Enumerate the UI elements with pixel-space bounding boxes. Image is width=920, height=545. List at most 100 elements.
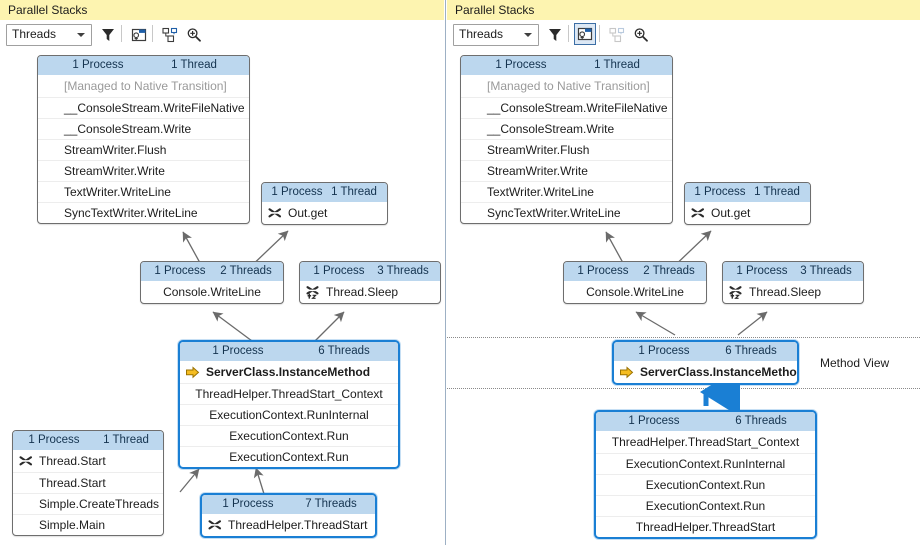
stack-node-console-writeline[interactable]: 1 Process 2 Threads Console.WriteLine [563,261,707,304]
stack-node-console-writeline[interactable]: 1 Process 2 Threads Console.WriteLine [140,261,284,304]
stack-frame-row[interactable]: __ConsoleStream.WriteFileNative [38,97,249,118]
process-count: 1 Process [694,186,746,198]
auto-scroll-icon [609,27,625,46]
toggle-method-view-icon [131,27,147,46]
stack-frame-row[interactable]: [Managed to Native Transition] [64,79,227,93]
stack-frame-row[interactable]: StreamWriter.Flush [461,139,672,160]
stack-frame-row[interactable]: SyncTextWriter.WriteLine [38,202,249,223]
stack-frame-row[interactable]: ExecutionContext.Run [180,425,398,446]
current-frame-arrow-icon [619,365,636,380]
stack-frame-row[interactable]: Console.WriteLine [163,285,261,299]
stack-frame-row[interactable]: StreamWriter.Write [38,160,249,181]
stack-frame-row[interactable]: ThreadHelper.ThreadStart_Context [180,383,398,404]
frame-label: Thread.Sleep [749,285,822,299]
frame-list: [Managed to Native Transition] __Console… [38,76,249,223]
panel-separator[interactable] [445,0,446,545]
stack-node-serverclass-selected[interactable]: 1 Process 6 Threads ServerClass.Instance… [612,340,799,385]
thread-count: 6 Threads [735,415,787,427]
stack-frame-row[interactable]: ThreadHelper.ThreadStart [596,516,815,537]
auto-scroll-icon [162,27,178,46]
auto-scroll-button-left[interactable] [158,23,180,45]
thread-count: 3 Threads [377,265,429,277]
stack-frame-row[interactable]: SyncTextWriter.WriteLine [461,202,672,223]
thread-count: 2 Threads [220,265,272,277]
stack-frame-row[interactable]: ExecutionContext.Run [596,495,815,516]
process-count: 1 Process [638,345,690,357]
zoom-control-icon [633,27,649,46]
stack-frame-row[interactable]: Thread.Start [13,451,163,472]
parallel-stacks-panel-right: Parallel Stacks Threads [447,0,920,545]
toolbar-separator [121,25,122,42]
zoom-control-button-right[interactable] [629,23,651,45]
frame-list: Console.WriteLine [564,282,706,303]
stack-frame-row[interactable]: Thread.Sleep [723,282,863,303]
filter-funnel-button-right[interactable] [543,23,565,45]
stack-frame-row[interactable]: StreamWriter.Write [461,160,672,181]
thread-count: 1 Thread [331,186,377,198]
stack-node-threadhelper-selected[interactable]: 1 Process 7 Threads ThreadHelper.ThreadS… [200,493,377,538]
zoom-control-icon [186,27,202,46]
frame-list: ServerClass.InstanceMethod ThreadHelper.… [180,362,398,467]
stack-frame-row[interactable]: ExecutionContext.RunInternal [180,404,398,425]
node-header: 1 Process 2 Threads [564,262,706,282]
thread-count: 6 Threads [318,345,370,357]
stack-node-thread-sleep[interactable]: 1 Process 3 Threads Thread.Sleep [722,261,864,304]
stack-frame-row[interactable]: ExecutionContext.Run [180,446,398,467]
stack-frame-row[interactable]: __ConsoleStream.WriteFileNative [461,97,672,118]
stack-frame-row[interactable]: Console.WriteLine [586,285,684,299]
stack-frame-row-current[interactable]: ServerClass.InstanceMethod [180,362,398,383]
frame-list: Out.get [685,203,810,224]
stack-frame-row[interactable]: StreamWriter.Flush [38,139,249,160]
stack-frame-row[interactable]: Simple.Main [13,514,163,535]
parallel-stacks-panel-left: Parallel Stacks Threads [0,0,444,545]
stack-node-thread-sleep[interactable]: 1 Process 3 Threads Thread.Sleep [299,261,441,304]
view-mode-combobox-right[interactable]: Threads [453,24,539,46]
method-view-divider-bottom [447,388,920,389]
zoom-control-button-left[interactable] [182,23,204,45]
node-header: 1 Process 3 Threads [300,262,440,282]
stack-frame-row-current[interactable]: ServerClass.InstanceMethod [614,362,797,383]
stack-frame-row[interactable]: Out.get [262,203,387,224]
stack-node-outget[interactable]: 1 Process 1 Thread Out.get [684,182,811,225]
stack-node-thread-start[interactable]: 1 Process 1 Thread Thread.Start Thread.S… [12,430,164,536]
stack-node-console[interactable]: 1 Process 1 Thread [Managed to Native Tr… [37,55,250,224]
stack-node-console[interactable]: 1 Process 1 Thread [Managed to Native Tr… [460,55,673,224]
stack-frame-row[interactable]: __ConsoleStream.Write [38,118,249,139]
frame-list: Out.get [262,203,387,224]
stack-frame-row[interactable]: Out.get [685,203,810,224]
frame-label: Thread.Start [39,454,106,468]
process-count: 1 Process [154,265,206,277]
stack-frame-row[interactable]: ExecutionContext.Run [596,474,815,495]
node-header: 1 Process 6 Threads [596,412,815,432]
stack-frame-row[interactable]: TextWriter.WriteLine [461,181,672,202]
stack-frame-row[interactable]: ThreadHelper.ThreadStart [202,515,375,536]
toolbar-left: Threads [0,20,444,49]
stack-frame-row[interactable]: TextWriter.WriteLine [38,181,249,202]
process-count: 1 Process [72,59,124,71]
threads-sleep-icon [728,285,745,300]
stack-frame-row[interactable]: Thread.Sleep [300,282,440,303]
stack-frame-row[interactable]: [Managed to Native Transition] [487,79,650,93]
node-header: 1 Process 3 Threads [723,262,863,282]
thread-count: 6 Threads [725,345,777,357]
stack-frame-row[interactable]: Thread.Start [13,472,163,493]
stack-frame-row[interactable]: ThreadHelper.ThreadStart_Context [611,435,800,449]
thread-count: 1 Thread [754,186,800,198]
thread-count: 1 Thread [103,434,149,446]
stack-node-outget[interactable]: 1 Process 1 Thread Out.get [261,182,388,225]
process-count: 1 Process [313,265,365,277]
view-mode-combobox-left[interactable]: Threads [6,24,92,46]
stack-frame-row[interactable]: ExecutionContext.RunInternal [596,453,815,474]
stack-frame-row[interactable]: __ConsoleStream.Write [461,118,672,139]
filter-funnel-button-left[interactable] [96,23,118,45]
stack-frame-row[interactable]: Simple.CreateThreads [13,493,163,514]
filter-funnel-icon [101,28,115,42]
toggle-method-view-button-left[interactable] [127,23,149,45]
stack-node-callers-selected[interactable]: 1 Process 6 Threads ThreadHelper.ThreadS… [594,410,817,539]
stack-node-serverclass-selected[interactable]: 1 Process 6 Threads ServerClass.Instance… [178,340,400,469]
process-count: 1 Process [736,265,788,277]
thread-count: 1 Thread [594,59,640,71]
toggle-method-view-button-right[interactable] [574,23,596,45]
node-header: 1 Process 1 Thread [262,183,387,203]
chevron-down-icon [524,33,532,37]
